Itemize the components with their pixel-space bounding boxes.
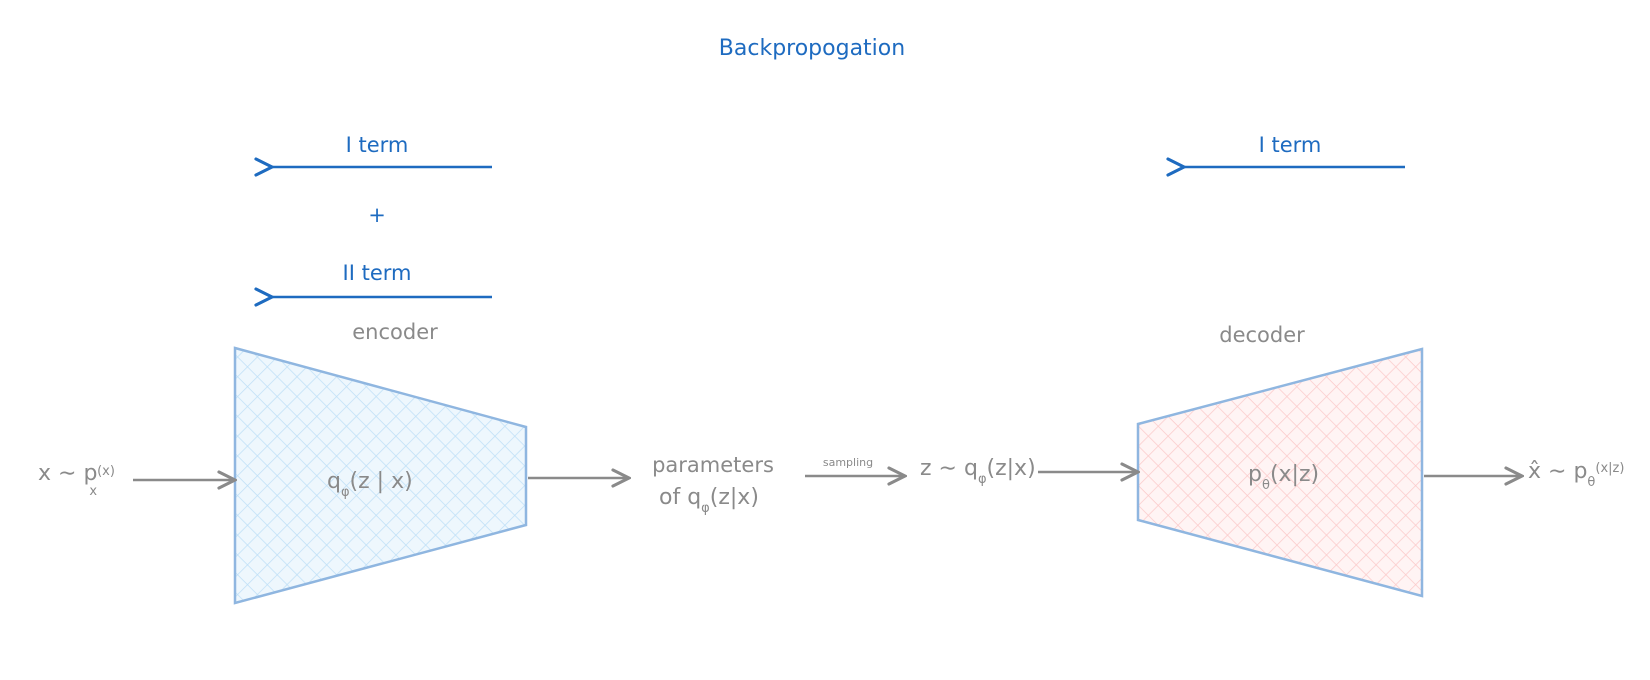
encoder-label: encoder [352, 320, 438, 344]
output-distribution: x̂ ∼ pθ(x|z) [1528, 459, 1624, 490]
decoder-formula: pθ(x|z) [1248, 462, 1319, 493]
sampling-label: sampling [823, 456, 873, 469]
right-term-label: I term [1259, 133, 1322, 157]
decoder-trapezoid [1136, 347, 1424, 598]
diagram-title: Backpropogation [719, 36, 905, 61]
decoder-label: decoder [1219, 323, 1305, 347]
encoder-trapezoid [233, 346, 528, 605]
plus-sign: + [368, 203, 386, 227]
left-term-2-label: II term [343, 261, 412, 285]
encoder-formula: qφ(z | x) [327, 469, 413, 500]
parameters-line-1: parameters [652, 453, 774, 477]
left-term-1-label: I term [346, 133, 409, 157]
latent-distribution: z ∼ qφ(z|x) [920, 456, 1036, 487]
parameters-line-2: of qφ(z|x) [659, 485, 759, 516]
